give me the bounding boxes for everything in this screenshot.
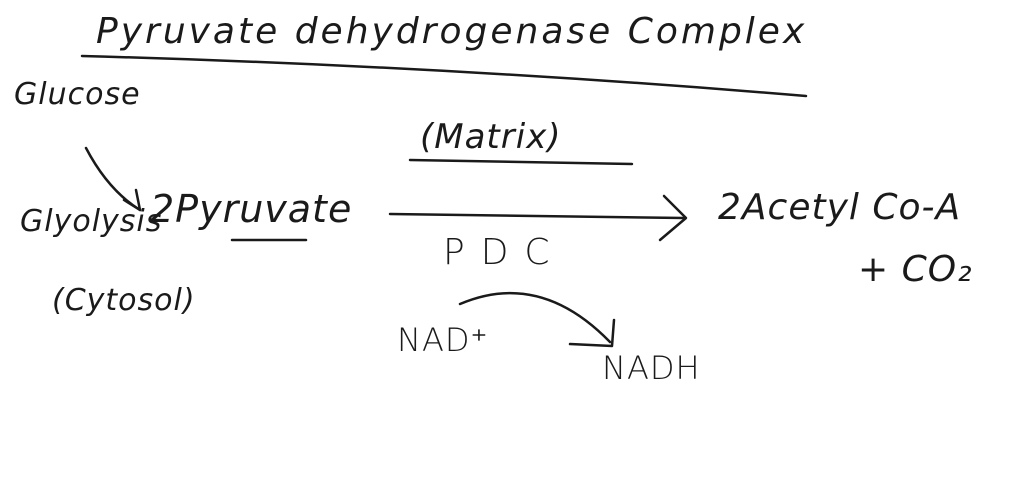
- matrix-label: (Matrix): [420, 117, 562, 157]
- acetyl-coa-label: 2Acetyl Co-A: [718, 187, 962, 228]
- matrix-underline: [408, 158, 634, 166]
- page-title: Pyruvate dehydrogenase Complex: [96, 11, 808, 52]
- enzyme-label: PDC: [443, 232, 566, 273]
- nad-conversion-arrow: [458, 291, 612, 344]
- glycolysis-arrow: [84, 146, 142, 212]
- main-reaction-arrow: [388, 212, 686, 220]
- nadh-label: NADH: [602, 349, 701, 387]
- co2-label: + CO₂: [858, 249, 973, 290]
- glycolysis-label: Glyolysis: [20, 204, 163, 239]
- glycolysis-arrowhead: [122, 188, 142, 212]
- nad-plus-label: NAD⁺: [397, 321, 489, 359]
- nad-arrowhead: [568, 318, 616, 348]
- glucose-label: Glucose: [14, 77, 141, 112]
- main-arrowhead: [658, 194, 688, 242]
- title-underline: [80, 54, 808, 98]
- cytosol-label: (Cytosol): [52, 283, 196, 318]
- pyruvate-label: 2Pyruvate: [150, 187, 353, 231]
